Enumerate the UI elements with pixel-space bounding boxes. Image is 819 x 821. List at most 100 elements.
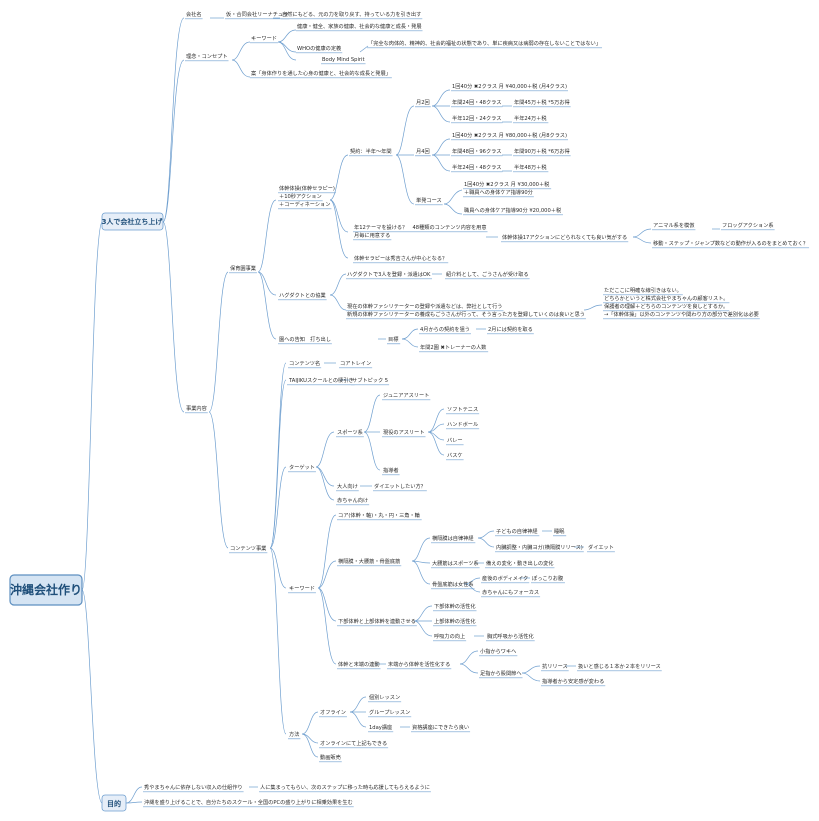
node-animal[interactable]: アニマル系を模倣 bbox=[653, 221, 694, 229]
node-who-definition[interactable]: WHOの健康の定義 bbox=[297, 44, 341, 52]
node-four-annual-price[interactable]: 年間90万＋税 *6万お得 bbox=[514, 147, 570, 155]
node-postpartum[interactable]: 産後のボディメイク bbox=[482, 574, 528, 582]
node-video-sales[interactable]: 動画販売 bbox=[320, 753, 341, 761]
node-pelvic-women[interactable]: 骨盤底筋は女性系 bbox=[432, 580, 474, 588]
node-twice-half[interactable]: 半年12回・24クラス bbox=[452, 114, 501, 122]
node-themes[interactable]: 年12テーマを設ける？ 48種類のコンテンツ内容を用意 bbox=[354, 223, 487, 231]
node-trunk-exercise[interactable]: 体幹体操(体幹セラピー) bbox=[279, 184, 335, 192]
node-active-athlete[interactable]: 現役のアスリート bbox=[383, 428, 425, 436]
node-therapy-lead[interactable]: 体幹セラピーは秀吉さんが中心となる？ bbox=[354, 254, 447, 262]
node-junior-athlete[interactable]: ジュニアアスリート bbox=[383, 392, 429, 399]
node-trunk-exercise-2[interactable]: ＋10秒アクション bbox=[279, 192, 322, 200]
root-node[interactable]: 沖縄会社作り bbox=[9, 574, 83, 606]
node-release-detail[interactable]: 扱いと感じる１本か２本をリリース bbox=[578, 662, 661, 670]
node-method[interactable]: 方法 bbox=[289, 730, 299, 738]
node-toes[interactable]: 足指から股関節へ bbox=[480, 669, 522, 677]
node-philosophy-draft[interactable]: 案「身体作りを通した心身の健康と、社会的な成長と発展」 bbox=[251, 69, 391, 77]
node-baby-focus[interactable]: 赤ちゃんにもフォーカス bbox=[482, 589, 539, 596]
node-purpose-support[interactable]: 人に集まってもらい、次のステップに移った時も応援してもらえるように bbox=[260, 783, 430, 791]
node-hugduct[interactable]: ハグダクトとの協業 bbox=[279, 291, 326, 299]
node-contents-name-value[interactable]: コアトレイン bbox=[340, 360, 371, 367]
branch-company[interactable]: 3人で会社立ち上げ bbox=[102, 212, 164, 231]
node-diaphragm-group[interactable]: 横隔膜・大腰筋・骨盤底筋 bbox=[338, 557, 400, 565]
node-goal-april[interactable]: 4月からの契約を狙う bbox=[420, 325, 470, 333]
node-belly[interactable]: ぽっこりお腹 bbox=[532, 574, 564, 582]
node-note-2[interactable]: どちらかというと株式会社やまちゃんの顧客リスト。 bbox=[604, 294, 728, 302]
node-twice-fee[interactable]: 1回40分 ✖︎2クラス 月 ¥40,000＋税 (月4クラス) bbox=[452, 82, 567, 90]
node-volleyball[interactable]: バレー bbox=[447, 437, 463, 444]
node-coaches[interactable]: 指導者 bbox=[383, 466, 399, 474]
node-note-4[interactable]: →「体幹体操」以外のコンテンツや関わり方の部分で差別化は必要 bbox=[604, 310, 759, 318]
node-themes-monthly[interactable]: 月毎に用意する bbox=[354, 231, 390, 239]
node-target[interactable]: ターゲット bbox=[289, 463, 315, 471]
node-basketball[interactable]: バスケ bbox=[447, 452, 463, 459]
node-sports[interactable]: スポーツ系 bbox=[337, 428, 363, 436]
node-online[interactable]: オンラインにて上記もできる bbox=[320, 739, 387, 747]
node-four-half[interactable]: 半年24回・48クラス bbox=[452, 163, 501, 171]
node-pinky[interactable]: 小指からワキへ bbox=[480, 647, 516, 655]
node-keyword-2[interactable]: キーワード bbox=[289, 585, 315, 592]
node-17-actions[interactable]: 体幹体操17アクションにどられなくても良い気がする bbox=[502, 233, 627, 241]
node-twice-annual[interactable]: 年間24回・48クラス bbox=[452, 98, 501, 106]
node-body-mind-spirit[interactable]: Body Mind Spirit bbox=[322, 57, 365, 63]
node-release[interactable]: 抗リリース bbox=[542, 662, 568, 670]
node-keyword[interactable]: キーワード bbox=[251, 35, 277, 42]
node-chest-breathing[interactable]: 胸式呼吸から活性化 bbox=[487, 632, 534, 640]
node-company-name[interactable]: 会社名 bbox=[186, 10, 202, 18]
node-company-name-meaning[interactable]: 自然にもどる、元の力を取り戻す、持っている力を引き出す bbox=[282, 10, 421, 18]
node-contents-name[interactable]: コンテンツ名 bbox=[289, 359, 320, 367]
node-purpose-okinawa[interactable]: 沖縄を盛り上げることで、自分たちのスクール・全国のPCの盛り上がりに相乗効果を生… bbox=[144, 798, 353, 806]
node-hugduct-new[interactable]: 新規の体幹ファシリテーターの養成もごうさんが行って、そう言った方を登録していくの… bbox=[347, 310, 585, 318]
node-limb-activate[interactable]: 末端から体幹を活性化する bbox=[388, 660, 450, 668]
node-keyword-health[interactable]: 健康・健全、家族の健康、社会的な健康と成長・発展 bbox=[297, 22, 422, 30]
node-babies[interactable]: 赤ちゃん向け bbox=[337, 496, 368, 504]
node-contract[interactable]: 契約：半年〜年間 bbox=[350, 147, 392, 155]
node-hugduct-fee[interactable]: 紹介料として、ごうさんが受け取る bbox=[446, 270, 529, 278]
node-coach-stability[interactable]: 指導者から安定感が変わる bbox=[542, 677, 604, 685]
node-child-autonomic[interactable]: 子どもの自律神経 bbox=[496, 527, 538, 535]
node-note-1[interactable]: ただここに明確な線引きはない。 bbox=[604, 286, 682, 294]
node-upper-trunk[interactable]: 上部体幹の活性化 bbox=[434, 617, 476, 625]
node-goal[interactable]: 目標 bbox=[388, 335, 399, 343]
node-note-3[interactable]: 保護者の理解＋どちらのコンテンツを良しとするか。 bbox=[604, 302, 728, 310]
node-four-annual[interactable]: 年間48回・96クラス bbox=[452, 147, 501, 155]
node-lower-trunk[interactable]: 下部体幹の活性化 bbox=[434, 602, 476, 610]
node-readiness-change[interactable]: 備えの変化・動き出しの変化 bbox=[486, 559, 553, 567]
node-twice-half-price[interactable]: 半年24万＋税 bbox=[514, 114, 547, 122]
node-group-lesson[interactable]: グループレッスン bbox=[369, 708, 410, 716]
node-breathing[interactable]: 呼吸力の向上 bbox=[434, 632, 465, 640]
node-trunk-exercise-3[interactable]: ＋コーディネーション bbox=[279, 200, 330, 208]
node-hugduct-register[interactable]: ハグダクトで3人を登録・派遣はOK bbox=[347, 270, 431, 278]
branch-purpose[interactable]: 目的 bbox=[101, 794, 127, 812]
node-1day-cert[interactable]: 資格講座にできたら良い bbox=[412, 723, 469, 731]
node-twice-annual-price[interactable]: 年間45万＋税 *5万お得 bbox=[514, 98, 570, 106]
node-four-monthly[interactable]: 月4回 bbox=[416, 148, 430, 155]
node-private-lesson[interactable]: 個別レッスン bbox=[369, 693, 400, 701]
node-visceral-yoga[interactable]: 内臓調整・内臓ヨガ(横隔膜リリース) bbox=[496, 543, 583, 551]
node-philosophy[interactable]: 理念・コンセプト bbox=[186, 52, 228, 60]
node-adults[interactable]: 大人向け bbox=[337, 482, 358, 490]
node-hugduct-current[interactable]: 現在の体幹ファシリテーターの登録や派遣などは、弊社として行う bbox=[347, 302, 502, 310]
node-subtopic[interactable]: サブトピック 5 bbox=[352, 376, 388, 384]
node-soft-tennis[interactable]: ソフトテニス bbox=[447, 406, 478, 413]
node-trunk-limb[interactable]: 体幹と末端の連動 bbox=[338, 660, 380, 668]
node-diaphragm-autonomic[interactable]: 横隔膜は自律神経 bbox=[432, 534, 474, 542]
node-purpose-income[interactable]: 秀やまちゃんに依存しない収入の仕組作り bbox=[144, 783, 243, 791]
node-who-quote[interactable]: 「完全な肉体的、精神的、社会的福祉の状態であり、単に疾病又は病弱の存在しないこと… bbox=[368, 39, 601, 47]
node-psoas-sports[interactable]: 大腰筋はスポーツ系 bbox=[432, 559, 479, 567]
node-1day[interactable]: 1day講座 bbox=[369, 723, 392, 731]
node-four-fee[interactable]: 1回40分 ✖︎2クラス 月 ¥80,000＋税 (月8クラス) bbox=[452, 131, 567, 139]
node-diet-people[interactable]: ダイエットしたい方？ bbox=[374, 482, 426, 490]
node-goal-february[interactable]: 2月には契約を取る bbox=[488, 325, 533, 333]
node-business[interactable]: 事業内容 bbox=[186, 404, 207, 412]
node-four-half-price[interactable]: 半年48万＋税 bbox=[514, 163, 547, 171]
node-nursery[interactable]: 保育園事業 bbox=[230, 264, 256, 272]
node-frog[interactable]: フロッグアクション系 bbox=[722, 221, 774, 229]
node-offline[interactable]: オフライン bbox=[320, 709, 346, 716]
node-upper-lower-link[interactable]: 下部体幹と上部体幹を連動させる bbox=[338, 617, 416, 625]
node-contents-business[interactable]: コンテンツ事業 bbox=[230, 544, 266, 552]
node-nursery-outreach[interactable]: 園への告知 打ち出し bbox=[279, 335, 331, 343]
node-handball[interactable]: ハンドボール bbox=[447, 420, 478, 428]
node-staff-care[interactable]: 職員への身体ケア指導90分 ¥20,000＋税 bbox=[464, 206, 562, 214]
node-single-fee[interactable]: 1回40分 ✖︎2クラス 月 ¥30,000＋税 bbox=[464, 180, 550, 188]
